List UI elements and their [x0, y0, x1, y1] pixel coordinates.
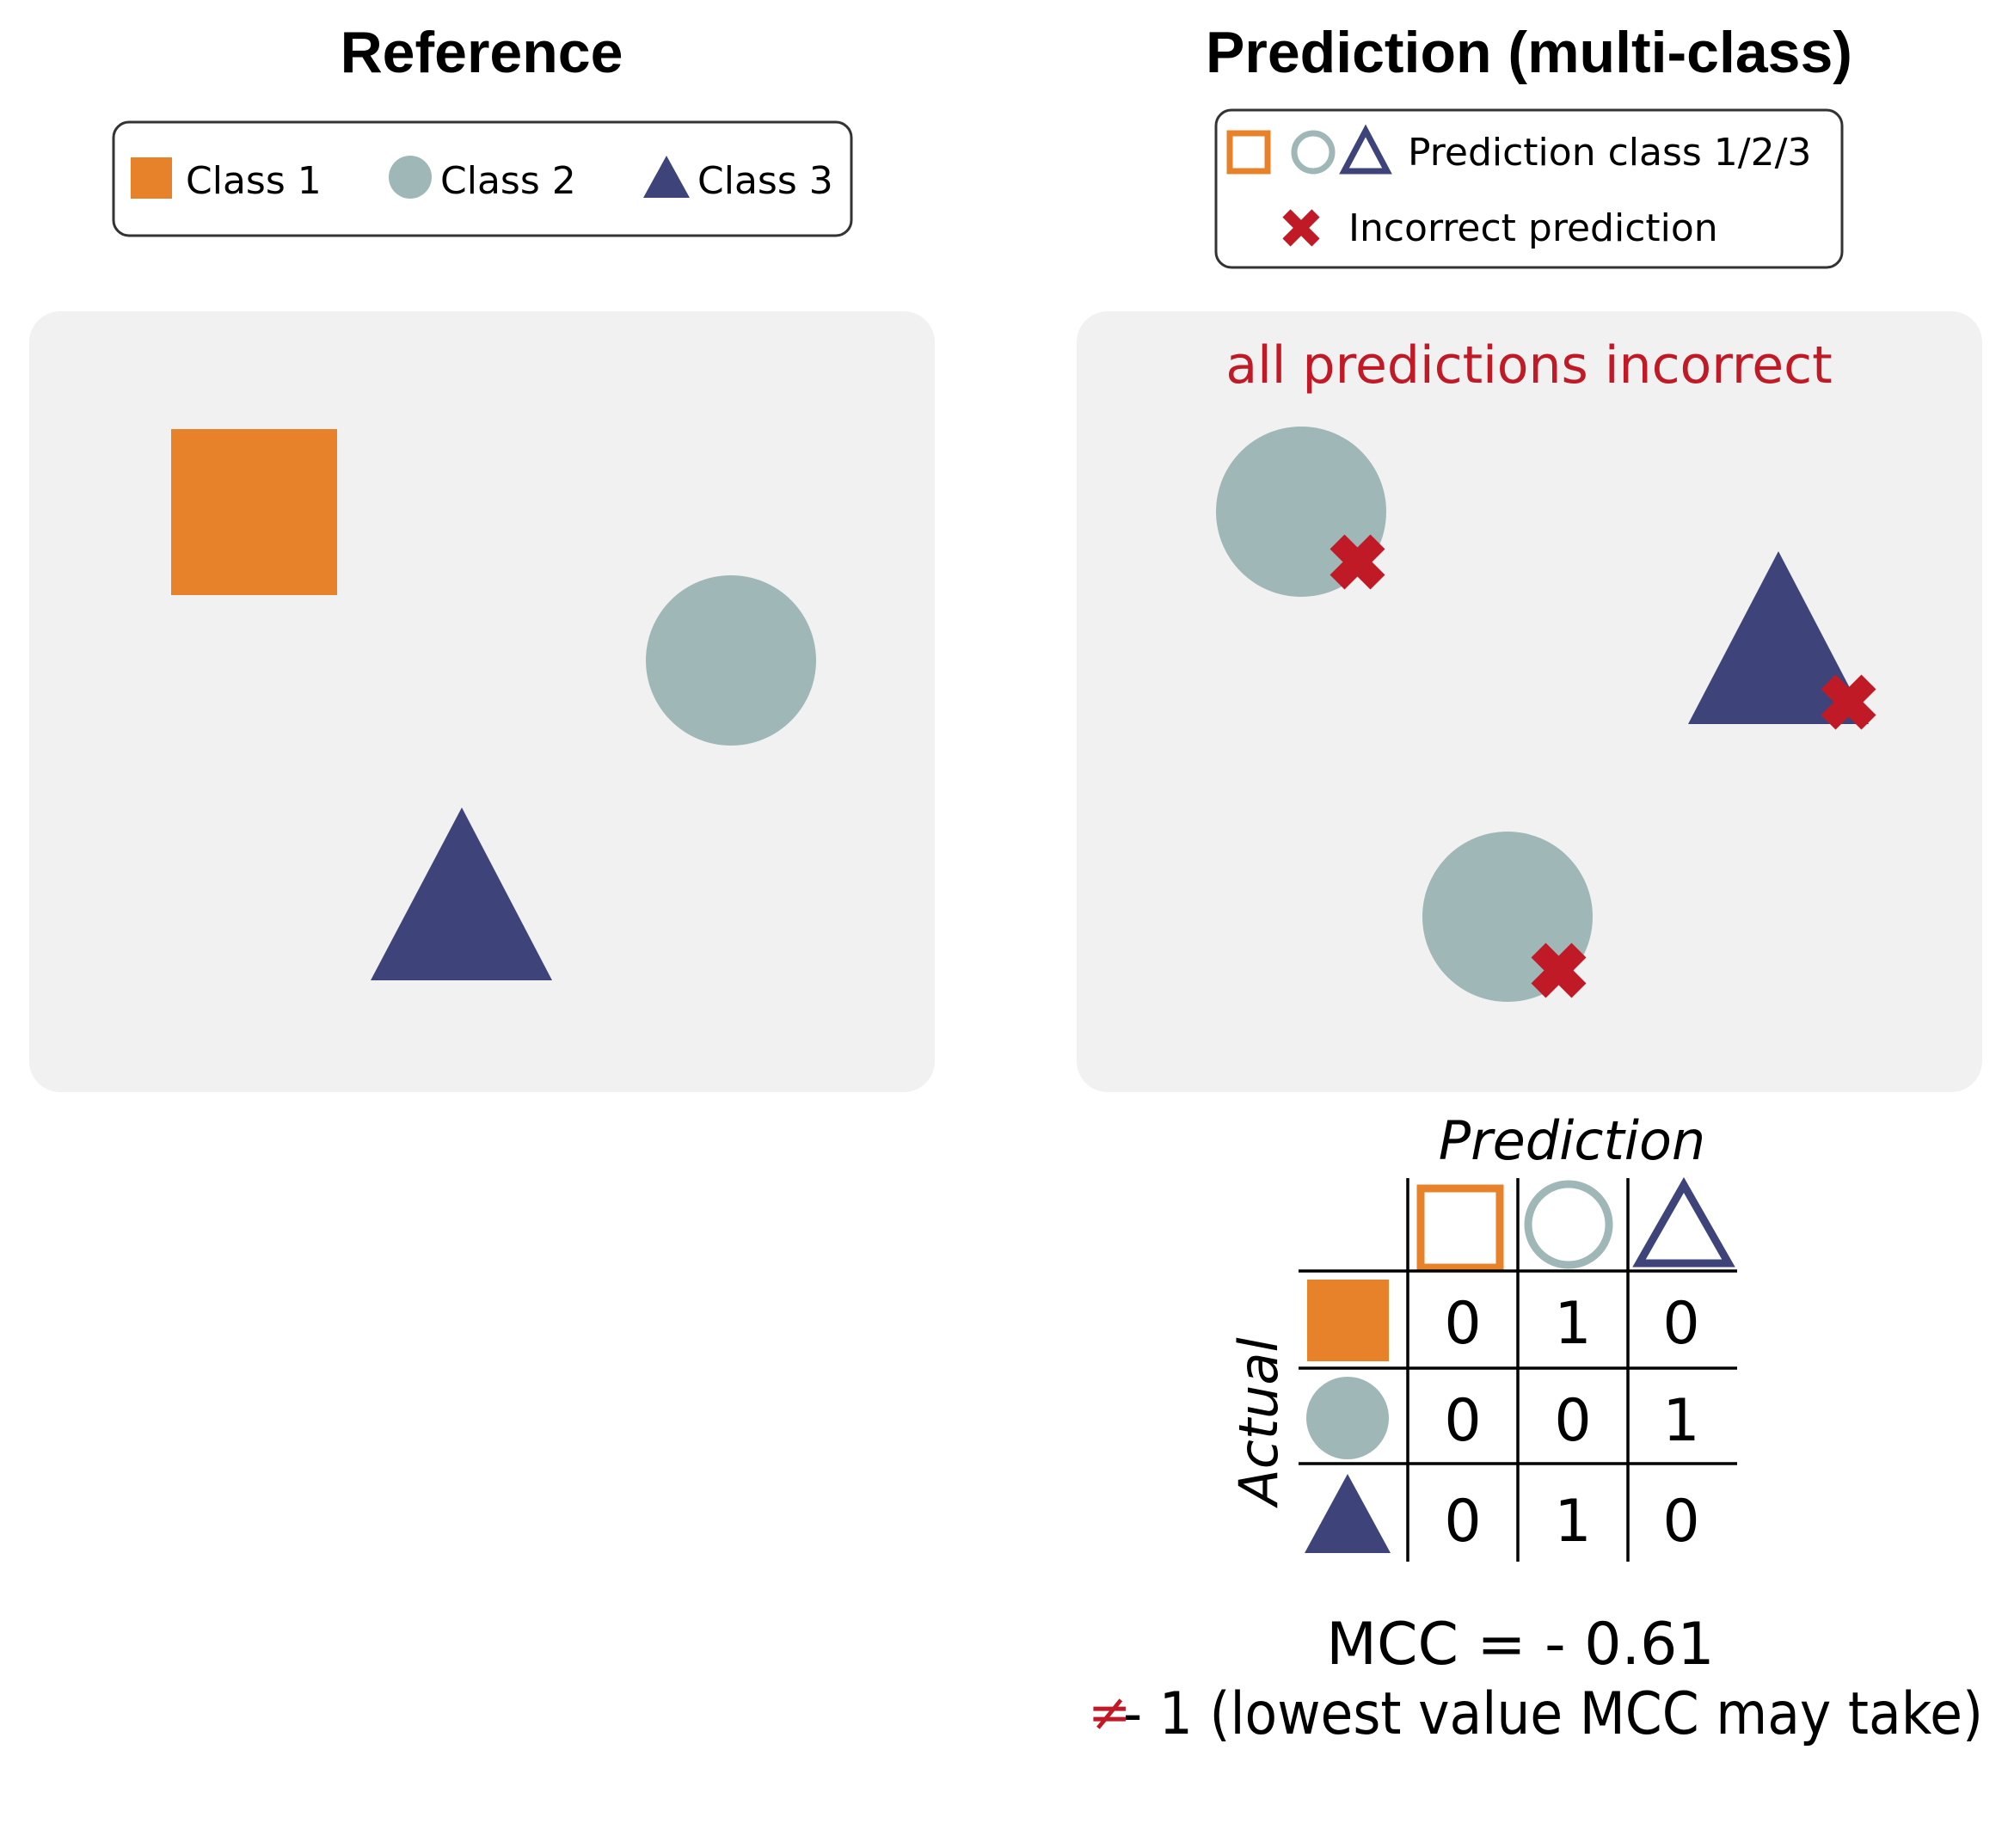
- prediction-legend: Prediction class 1/2/3 Incorrect predict…: [1214, 108, 1844, 269]
- reference-legend-box: [112, 120, 853, 237]
- circle-outline-icon: [1291, 130, 1336, 175]
- reference-circle: [646, 575, 816, 746]
- triangle-outline-icon: [1339, 124, 1392, 175]
- row-header-triangle-icon: [1305, 1474, 1391, 1553]
- reference-triangle: [371, 807, 552, 980]
- legend-label-class3: Class 3: [697, 159, 833, 203]
- matrix-cell-r3-c2: 1: [1554, 1488, 1591, 1556]
- not-equal-symbol: ≠: [1088, 1683, 1131, 1743]
- legend-label-class1: Class 1: [186, 159, 322, 203]
- confusion-matrix: Prediction Actual 0 1 0 0 0 1 0 1 0: [1227, 1109, 1737, 1562]
- prediction-panel-note: all predictions incorrect: [1225, 335, 1832, 396]
- cross-icon: [1821, 674, 1876, 730]
- reference-square: [171, 429, 337, 595]
- circle-icon: [389, 156, 432, 199]
- mcc-value: MCC = - 0.61: [1326, 1611, 1714, 1679]
- reference-title: Reference: [341, 20, 623, 85]
- matrix-cell-r3-c1: 0: [1444, 1488, 1481, 1556]
- col-header-triangle-icon: [1632, 1176, 1735, 1268]
- matrix-cell-r1-c1: 0: [1444, 1290, 1481, 1358]
- matrix-cell-r3-c3: 0: [1662, 1488, 1699, 1556]
- col-header-circle-icon: [1524, 1180, 1613, 1269]
- cross-icon: [1282, 209, 1320, 247]
- matrix-row-axis-label: Actual: [1227, 1337, 1290, 1508]
- matrix-cell-r1-c3: 0: [1662, 1290, 1699, 1358]
- triangle-icon: [643, 156, 690, 198]
- matrix-cell-r2-c3: 1: [1662, 1387, 1699, 1455]
- reference-legend: Class 1 Class 2 Class 3: [112, 120, 853, 237]
- reference-panel: [29, 311, 935, 1092]
- row-header-circle-icon: [1306, 1377, 1389, 1459]
- matrix-cell-r2-c1: 0: [1444, 1387, 1481, 1455]
- prediction-panel: all predictions incorrect: [1077, 311, 1982, 1092]
- matrix-col-axis-label: Prediction: [1439, 1109, 1705, 1172]
- matrix-grid: [1299, 1178, 1737, 1562]
- legend-label-class2: Class 2: [440, 159, 576, 203]
- col-header-square-icon: [1416, 1184, 1504, 1272]
- matrix-cell-r1-c2: 1: [1554, 1290, 1591, 1358]
- square-icon: [131, 157, 172, 199]
- legend-incorrect-label: Incorrect prediction: [1348, 206, 1718, 250]
- prediction-triangle: [1688, 551, 1869, 724]
- prediction-title: Prediction (multi-class): [1206, 20, 1852, 85]
- row-header-square-icon: [1307, 1280, 1389, 1361]
- cross-icon: [1531, 942, 1587, 998]
- legend-prediction-classes-label: Prediction class 1/2/3: [1408, 131, 1811, 175]
- square-outline-icon: [1226, 130, 1271, 175]
- matrix-cell-r2-c2: 0: [1554, 1387, 1591, 1455]
- mcc-lowest-note: - 1 (lowest value MCC may take): [1123, 1680, 1983, 1748]
- cross-icon: [1330, 534, 1385, 590]
